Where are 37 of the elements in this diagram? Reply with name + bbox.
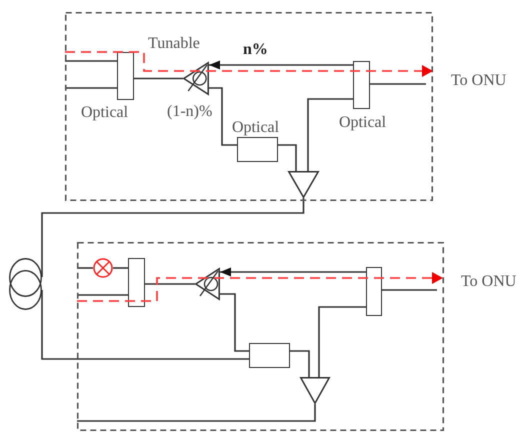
connector-line: [77, 294, 128, 296]
component-label: Optical: [232, 120, 280, 136]
connector-line: [278, 144, 297, 171]
connector-line: [65, 87, 117, 89]
connector-line: [65, 60, 117, 62]
component-block: [249, 343, 290, 368]
connector-line: [220, 293, 249, 352]
arrow: [209, 60, 353, 70]
arrow: [220, 268, 366, 276]
output-label: To ONU: [461, 274, 516, 290]
connector-line: [41, 290, 249, 360]
amplifier-symbol: [288, 171, 319, 198]
connector-line: [113, 267, 128, 269]
component-block: [366, 267, 382, 316]
connector-line: [307, 98, 353, 171]
connector-line: [290, 350, 310, 377]
connector-line: [382, 289, 437, 291]
connector-line: [41, 198, 304, 277]
connector-line: [77, 267, 93, 269]
ratio-label: (1-n)%: [167, 104, 212, 120]
component-label: Optical: [81, 105, 128, 121]
connector-line: [134, 78, 183, 80]
connector-line: [145, 283, 195, 285]
component-label: Optical: [339, 115, 386, 131]
light-source-symbol: [93, 258, 113, 278]
connector-line: [209, 87, 237, 146]
output-label: To ONU: [451, 73, 506, 89]
connector-line: [318, 306, 366, 377]
connector-line: [77, 404, 316, 422]
amplifier-symbol: [300, 377, 330, 404]
component-label: Tunable: [148, 36, 200, 52]
fiber-spool-symbol: [9, 258, 42, 310]
component-block: [128, 258, 145, 307]
module-frame: [77, 242, 444, 431]
connector-line: [370, 83, 426, 85]
tunable-coupler-symbol: [195, 268, 220, 300]
module-frame: [65, 12, 433, 201]
